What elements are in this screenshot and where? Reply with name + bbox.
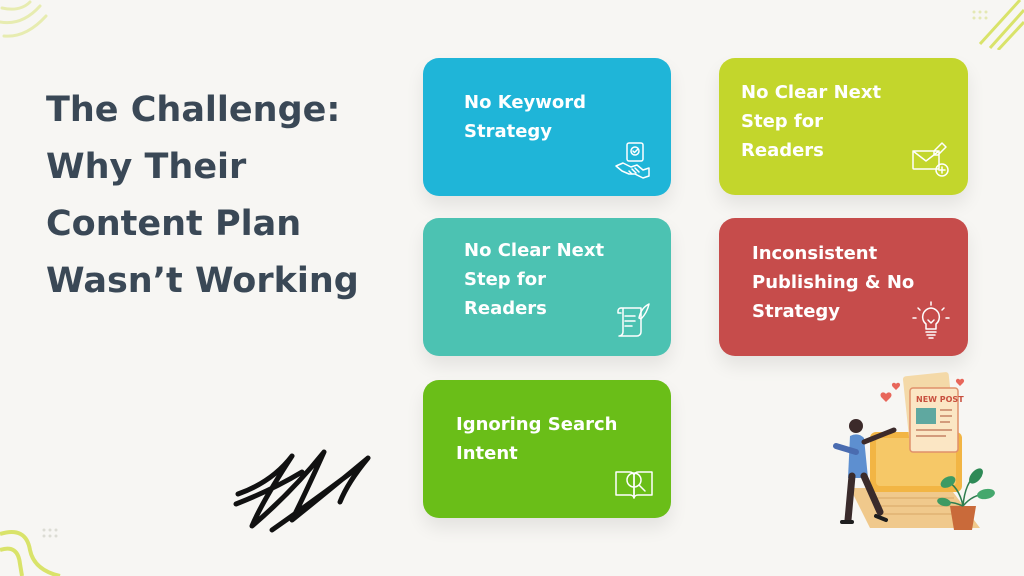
card-inconsistent-publishing: Inconsistent Publishing & No Strategy [719, 218, 968, 356]
handshake-certificate-icon [613, 140, 655, 182]
card-no-clear-next-step-1: No Clear Next Step for Readers [719, 58, 968, 195]
new-post-sign-text: NEW POST [916, 395, 964, 404]
card-label: No Clear Next Step for Readers [741, 82, 882, 161]
corner-curls-bottom-left [0, 528, 61, 576]
corner-lines-top-right [972, 0, 1024, 50]
card-label: Inconsistent Publishing & No Strategy [752, 243, 915, 322]
title-line-1: The Challenge: [46, 90, 341, 130]
page-title: The Challenge: Why Their Content Plan Wa… [46, 82, 386, 310]
card-no-keyword-strategy: No Keyword Strategy [423, 58, 671, 196]
book-magnifier-icon [613, 462, 655, 504]
lightbulb-icon [910, 300, 952, 342]
envelope-plus-icon [910, 139, 952, 181]
title-line-4: Wasn’t Working [46, 261, 359, 301]
new-post-illustration: NEW POST [833, 372, 995, 530]
title-line-3: Content Plan [46, 204, 302, 244]
card-label: Ignoring Search Intent [456, 414, 618, 464]
card-no-clear-next-step-2: No Clear Next Step for Readers [423, 218, 671, 356]
scroll-quill-icon [613, 300, 655, 342]
card-label: No Keyword Strategy [464, 92, 587, 142]
corner-scribble-top-left [0, 0, 48, 38]
card-label: No Clear Next Step for Readers [464, 240, 605, 319]
card-ignoring-search-intent: Ignoring Search Intent [423, 380, 671, 518]
zigzag-scribble [233, 449, 371, 533]
title-line-2: Why Their [46, 147, 247, 187]
